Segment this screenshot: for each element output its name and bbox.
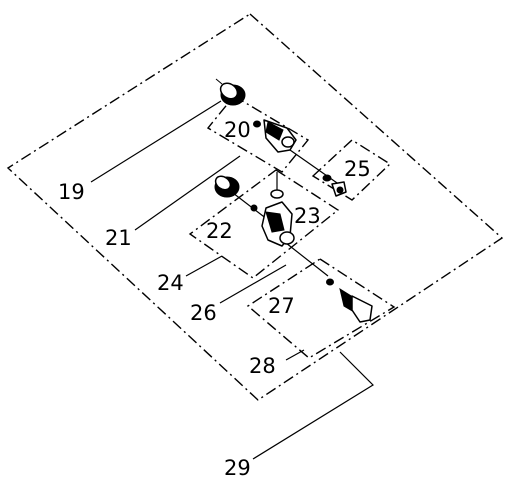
callout-22: 22 [206, 219, 233, 243]
group-box-24 [188, 169, 340, 279]
leader-21 [134, 155, 241, 231]
fitting-part-23 [261, 189, 295, 247]
callout-24: 24 [157, 271, 184, 295]
callout-25: 25 [344, 157, 371, 181]
knob-part-19 [215, 78, 246, 106]
callout-labels: 19 20 21 22 23 24 25 26 27 28 29 [58, 118, 371, 480]
callout-23: 23 [294, 204, 321, 228]
leader-19 [90, 100, 222, 183]
callout-21: 21 [105, 226, 132, 250]
leader-lines [90, 100, 374, 460]
nozzle-part-27 [326, 278, 373, 323]
callout-26: 26 [190, 301, 217, 325]
leader-25-part [289, 149, 341, 186]
knob-part-22 [214, 175, 258, 212]
callout-28: 28 [249, 354, 276, 378]
leader-26 [219, 264, 287, 304]
leader-28 [285, 349, 305, 361]
callout-27: 27 [268, 294, 295, 318]
callout-19: 19 [58, 180, 85, 204]
leader-29 [252, 351, 374, 460]
callout-20: 20 [224, 118, 251, 142]
tip-part-25 [322, 174, 347, 197]
kit-outline-29 [6, 13, 504, 401]
leader-24 [185, 255, 223, 277]
group-box-28 [246, 258, 396, 359]
callout-29: 29 [224, 456, 251, 480]
leader-26-axis [285, 242, 329, 277]
valve-part-20 [253, 119, 297, 153]
group-box-21 [206, 95, 310, 173]
